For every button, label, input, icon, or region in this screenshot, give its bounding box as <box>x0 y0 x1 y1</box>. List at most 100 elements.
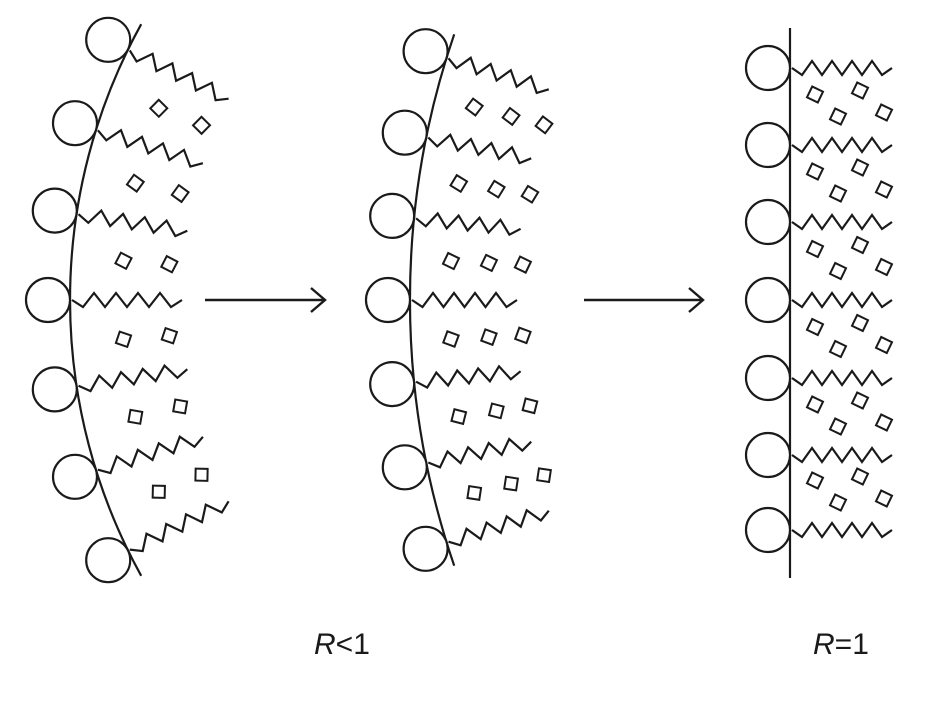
lipid-tail-zigzag <box>791 446 893 464</box>
lipid-head-circle <box>381 444 428 491</box>
lipid-head-circle <box>381 109 428 156</box>
lipid-tail-zigzag <box>415 364 522 390</box>
lipid-head-circle <box>364 276 412 324</box>
lipid-head-circle <box>31 366 78 413</box>
solute-square <box>160 326 179 345</box>
lipid-tail-zigzag <box>791 213 893 231</box>
lipid-tail-zigzag <box>427 133 532 165</box>
solute-square <box>805 471 825 490</box>
label-relation: <1 <box>335 628 370 661</box>
lipid-tail-zigzag <box>411 291 518 309</box>
solute-square <box>464 97 485 117</box>
solute-square <box>874 335 894 355</box>
solute-square <box>441 330 460 348</box>
solute-square <box>874 257 894 277</box>
solute-square <box>874 180 894 199</box>
lipid-head-circle <box>744 431 792 479</box>
solute-square <box>172 398 189 415</box>
lipid-tail-zigzag <box>791 369 893 387</box>
lipid-head-circle <box>744 44 792 92</box>
solute-square <box>828 261 848 281</box>
solute-square <box>874 489 894 508</box>
lipid-head-circle <box>402 28 449 75</box>
solute-square <box>805 85 825 104</box>
solute-square <box>466 485 483 501</box>
solute-square <box>159 254 179 274</box>
lipid-tail-zigzag <box>447 56 550 95</box>
lipid-head-circle <box>369 361 416 408</box>
solute-square <box>850 467 870 486</box>
solute-square <box>850 81 870 100</box>
solute-square <box>874 103 894 122</box>
solute-square <box>805 239 825 259</box>
solute-square <box>151 484 166 499</box>
solute-square <box>850 235 870 255</box>
lipid-tail-zigzag <box>791 59 893 77</box>
solute-square <box>191 115 212 136</box>
lipid-head-circle <box>744 506 792 554</box>
solute-square <box>513 255 533 274</box>
lipid-tail-zigzag <box>77 208 188 238</box>
lipid-head-circle <box>369 192 416 239</box>
solute-square <box>805 317 825 337</box>
lipid-tail-zigzag <box>129 500 230 553</box>
solute-square <box>828 339 848 359</box>
solute-square <box>501 106 521 127</box>
lipid-tail-zigzag <box>791 136 893 154</box>
solute-square <box>125 173 146 193</box>
solute-square <box>513 326 532 345</box>
solute-square <box>534 115 554 135</box>
solute-square <box>503 475 520 492</box>
lipid-head-circle <box>24 276 72 324</box>
solute-square <box>850 313 870 333</box>
solute-square <box>874 413 894 432</box>
lipid-head-circle <box>744 198 792 246</box>
solute-square <box>805 395 825 414</box>
solute-square <box>127 408 144 425</box>
lipid-tail-zigzag <box>791 521 893 539</box>
label-variable: R <box>314 628 336 661</box>
lipid-head-circle <box>51 453 99 500</box>
lipid-head-circle <box>85 16 132 63</box>
lipid-tail-zigzag <box>427 437 532 469</box>
lipid-tail-zigzag <box>97 435 204 475</box>
lipid-tail-zigzag <box>71 291 183 309</box>
solute-square <box>828 184 848 203</box>
solute-square <box>487 402 505 420</box>
transition-arrow-2-head <box>688 287 705 313</box>
lipid-head-circle <box>744 354 792 402</box>
lipid-head-circle <box>744 121 792 169</box>
lipid-head-circle <box>402 525 449 572</box>
solute-square <box>479 328 498 347</box>
lipid-tail-zigzag <box>791 291 893 309</box>
lipid-head-circle <box>51 100 99 147</box>
solute-square <box>450 408 468 426</box>
solute-square <box>194 467 209 482</box>
solute-square <box>828 417 848 436</box>
lipid-tail-zigzag <box>415 211 522 237</box>
lipid-tail-zigzag <box>97 128 204 168</box>
solute-square <box>114 330 133 349</box>
lipid-tail-zigzag <box>128 49 229 102</box>
solute-square <box>850 158 870 177</box>
label-variable: R <box>813 628 835 661</box>
solute-square <box>479 253 499 273</box>
solute-square <box>536 467 552 484</box>
solute-square <box>805 162 825 181</box>
label-relation: =1 <box>834 628 869 661</box>
lipid-head-circle <box>85 537 132 584</box>
solute-square <box>828 493 848 512</box>
transition-arrow-1-head <box>310 287 327 313</box>
packing-parameter-label-lt1: R<1 <box>314 628 370 662</box>
solute-square <box>449 173 469 194</box>
solute-square <box>828 107 848 126</box>
lipid-head-circle <box>31 187 78 234</box>
packing-parameter-label-eq1: R=1 <box>813 628 869 662</box>
lipid-tail-zigzag <box>78 363 189 393</box>
solute-square <box>441 251 461 271</box>
lipid-head-circle <box>744 276 792 324</box>
lipid-tail-zigzag <box>448 508 550 547</box>
solute-square <box>148 98 169 119</box>
solute-square <box>521 397 539 415</box>
